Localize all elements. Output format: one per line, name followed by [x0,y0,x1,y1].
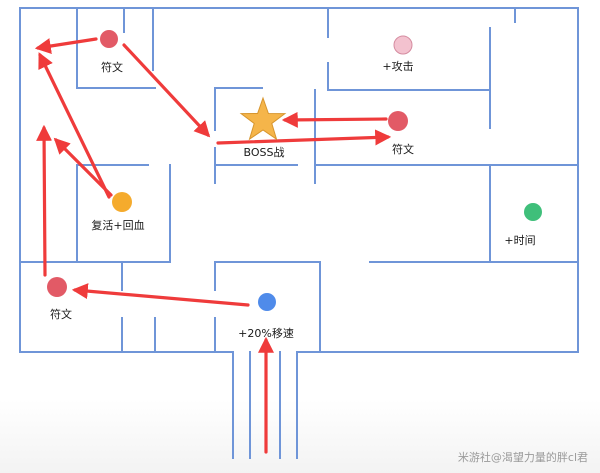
arrow-rune-top-left [34,37,98,54]
arrow-rune-right-to-star [281,111,388,128]
rune-left-label: 符文 [50,307,72,321]
arrow-revive-to-top [38,52,111,199]
arrow-boss-to-rune-right [216,129,392,146]
revive-label: 复活+回血 [91,218,144,232]
arrow-rune-top-to-boss [122,43,211,138]
speed-node [258,293,276,311]
arrow-speed-to-rune-left [71,283,250,307]
maze-walls [19,7,579,459]
revive-node [112,192,132,212]
bottom-shade [0,400,600,473]
rune-right-label: 符文 [392,142,414,156]
time-label: +时间 [504,234,535,247]
attack-label: +攻击 [382,59,413,73]
arrow-rune-left-up [36,124,53,277]
time-node [524,203,542,221]
rune-top-label: 符文 [101,60,123,74]
rune-node-top [100,30,118,48]
attack-node [393,35,413,55]
watermark-text: 米游社@渴望力量的胖cl君 [458,450,588,464]
boss-label: BOSS战 [244,146,285,159]
route-arrows [34,37,392,454]
rune-node-left [47,277,67,297]
speed-label: +20%移速 [238,327,294,340]
rune-node-right [388,111,408,131]
boss-star-icon [239,96,287,141]
